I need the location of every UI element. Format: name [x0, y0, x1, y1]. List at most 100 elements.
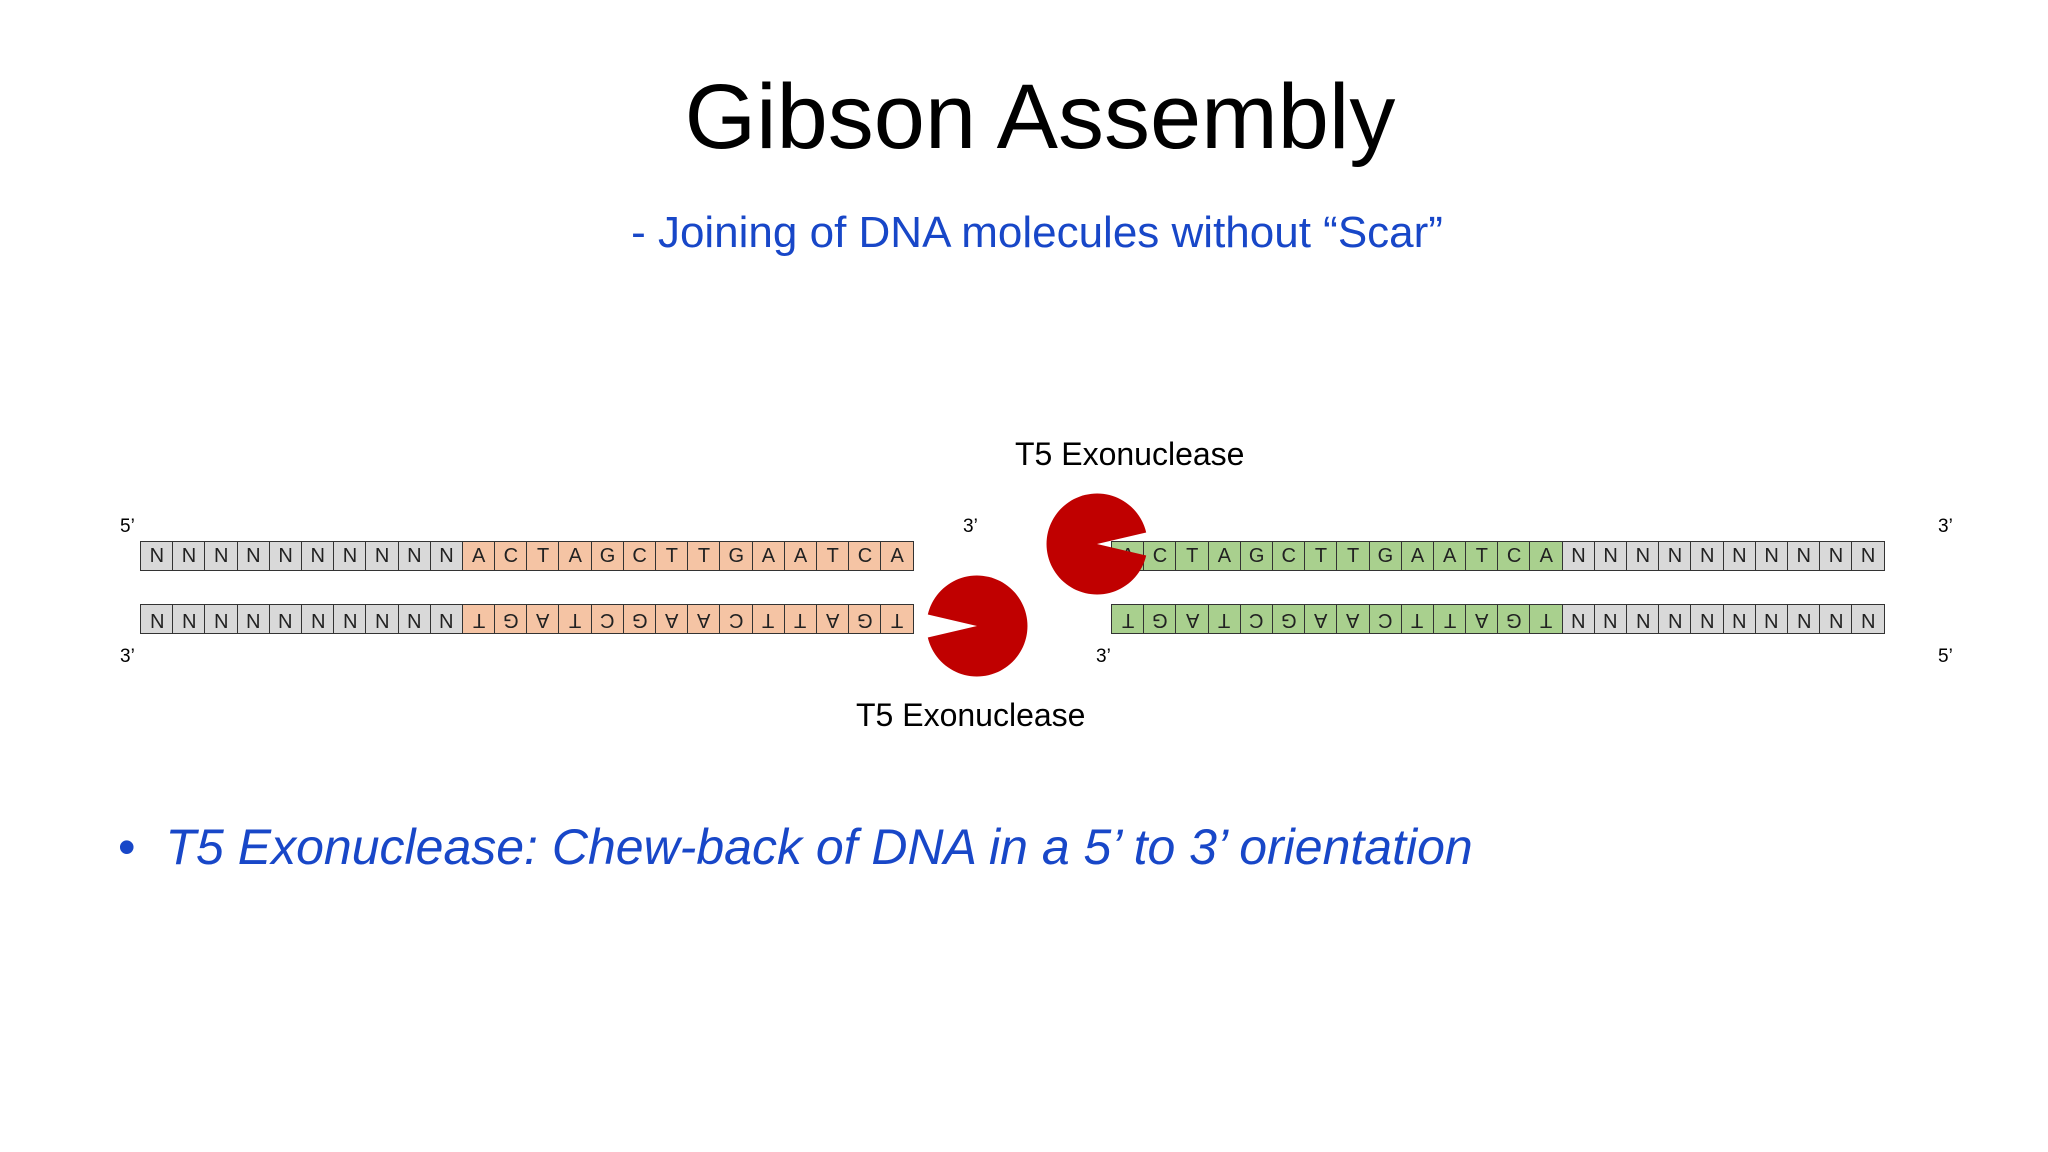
base-letter: N [181, 544, 197, 567]
base-letter: T [536, 544, 550, 567]
base-cell: T [526, 541, 560, 571]
base-cell: T [1304, 541, 1338, 571]
base-letter: N [1667, 544, 1683, 567]
left-top-5prime-label: 5’ [120, 516, 135, 537]
base-cell: T [1465, 541, 1499, 571]
base-letter: G [503, 608, 519, 631]
base-letter: T [1443, 608, 1456, 631]
base-letter: C [600, 608, 615, 631]
base-cell: C [719, 604, 754, 634]
base-cell: N [365, 604, 399, 634]
base-cell: G [1271, 604, 1306, 634]
base-cell: A [1529, 541, 1564, 571]
base-cell: T [461, 604, 496, 634]
base-cell: G [1239, 541, 1274, 571]
base-letter: A [890, 544, 904, 567]
base-cell: C [494, 541, 528, 571]
base-cell: N [1722, 541, 1757, 571]
base-cell: T [1207, 604, 1242, 634]
base-letter: T [665, 544, 678, 567]
base-cell: N [429, 604, 464, 634]
base-letter: N [1699, 544, 1715, 567]
base-cell: C [848, 541, 882, 571]
base-letter: C [1249, 608, 1264, 631]
base-cell: A [880, 541, 914, 571]
base-cell: C [1497, 541, 1531, 571]
base-letter: N [342, 608, 358, 631]
base-cell: G [1368, 541, 1403, 571]
base-cell: G [622, 604, 657, 634]
base-cell: N [268, 604, 303, 634]
base-letter: A [697, 608, 711, 631]
base-cell: N [1658, 604, 1692, 634]
base-cell: N [1754, 604, 1789, 634]
base-letter: A [1314, 608, 1328, 631]
base-cell: N [1593, 541, 1628, 571]
right-bottom-5prime-label: 5’ [1938, 646, 1953, 667]
base-letter: N [1860, 544, 1876, 567]
base-letter: T [697, 544, 711, 567]
base-letter: G [1281, 608, 1297, 631]
base-letter: N [374, 608, 390, 631]
base-cell: A [1304, 604, 1338, 634]
base-letter: N [439, 608, 454, 631]
base-letter: A [1185, 608, 1199, 631]
base-letter: T [1347, 544, 1360, 567]
base-cell: N [1561, 541, 1596, 571]
base-letter: T [1186, 544, 1199, 567]
base-cell: T [815, 541, 850, 571]
enzyme-label-top: T5 Exonuclease [1015, 436, 1245, 472]
base-letter: T [826, 544, 839, 567]
base-letter: A [1443, 544, 1457, 567]
base-letter: T [891, 608, 904, 631]
base-letter: A [793, 544, 808, 567]
base-cell: N [140, 541, 174, 571]
base-letter: T [794, 608, 807, 631]
base-cell: G [494, 604, 528, 634]
base-letter: N [246, 608, 261, 631]
base-cell: G [1497, 604, 1531, 634]
base-letter: N [1860, 608, 1876, 631]
base-letter: N [1828, 544, 1844, 567]
base-cell: N [1819, 604, 1853, 634]
base-letter: N [1699, 608, 1715, 631]
base-cell: N [172, 604, 206, 634]
base-letter: N [1764, 544, 1779, 567]
left-top-3prime-label: 3’ [963, 516, 978, 537]
base-letter: N [278, 608, 293, 631]
base-cell: T [1400, 604, 1435, 634]
base-cell: N [268, 541, 303, 571]
base-letter: T [1218, 608, 1231, 631]
base-cell: G [1143, 604, 1177, 634]
base-letter: C [1506, 544, 1522, 567]
base-letter: A [761, 544, 776, 567]
base-letter: N [213, 544, 229, 567]
base-cell: A [526, 604, 560, 634]
base-letter: N [1732, 544, 1747, 567]
base-cell: A [815, 604, 850, 634]
slide-subtitle: - Joining of DNA molecules without “Scar… [631, 208, 1443, 257]
base-letter: N [149, 544, 165, 567]
base-cell: A [783, 541, 818, 571]
base-cell: T [1529, 604, 1564, 634]
base-cell: A [655, 604, 689, 634]
base-cell: N [1786, 541, 1821, 571]
base-letter: T [1314, 544, 1328, 567]
base-cell: C [622, 541, 657, 571]
base-letter: N [407, 608, 422, 631]
base-cell: A [1465, 604, 1499, 634]
base-cell: A [1336, 604, 1370, 634]
slide-title: Gibson Assembly [684, 66, 1396, 168]
base-letter: N [1796, 608, 1811, 631]
base-letter: G [1248, 544, 1265, 567]
base-cell: N [204, 604, 239, 634]
base-cell: A [1432, 541, 1467, 571]
base-cell: N [1626, 604, 1660, 634]
base-cell: A [687, 604, 721, 634]
base-letter: T [1475, 544, 1489, 567]
base-cell: N [1626, 541, 1660, 571]
